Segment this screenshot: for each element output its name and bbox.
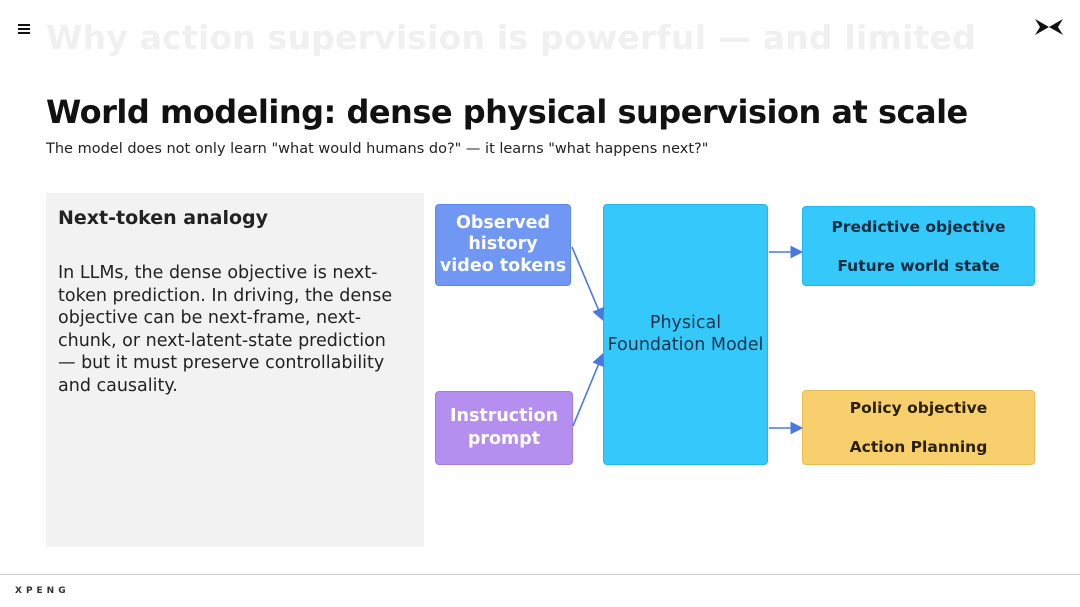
observed-history-box: Observed history video tokens [435, 204, 571, 286]
predictive-subtitle: Future world state [837, 257, 1000, 275]
panel-body: In LLMs, the dense objective is next-tok… [58, 263, 393, 396]
policy-objective-box: Policy objective Action Planning [802, 390, 1035, 465]
panel-heading: Next-token analogy [58, 207, 269, 229]
model-line-1: Physical [649, 313, 722, 333]
slide-subtitle: The model does not only learn "what woul… [46, 141, 709, 157]
arrow-instruction-to-model [572, 353, 605, 427]
observed-line-1: Observed [455, 212, 551, 233]
instruction-line-1: Instruction [449, 406, 559, 426]
ghost-title: Why action supervision is powerful — and… [46, 18, 976, 57]
hamburger-icon[interactable] [18, 24, 30, 36]
footer-divider [0, 574, 1080, 575]
footer-logo: XPENG [15, 586, 70, 596]
policy-title: Policy objective [849, 399, 988, 417]
arrow-observed-to-model [571, 246, 605, 321]
model-line-2: Foundation Model [607, 334, 764, 355]
foundation-model-box: Physical Foundation Model [603, 204, 768, 465]
xpeng-logo-icon [1035, 19, 1063, 35]
analogy-panel: Next-token analogy In LLMs, the dense ob… [46, 193, 424, 547]
policy-subtitle: Action Planning [849, 438, 988, 456]
slide-title: World modeling: dense physical supervisi… [46, 93, 968, 131]
instruction-line-2: prompt [467, 429, 541, 449]
predictive-objective-box: Predictive objective Future world state [802, 206, 1035, 286]
instruction-prompt-box: Instruction prompt [435, 391, 573, 465]
predictive-title: Predictive objective [831, 218, 1006, 236]
observed-line-2: history [468, 234, 538, 255]
observed-line-3: video tokens [439, 255, 567, 276]
